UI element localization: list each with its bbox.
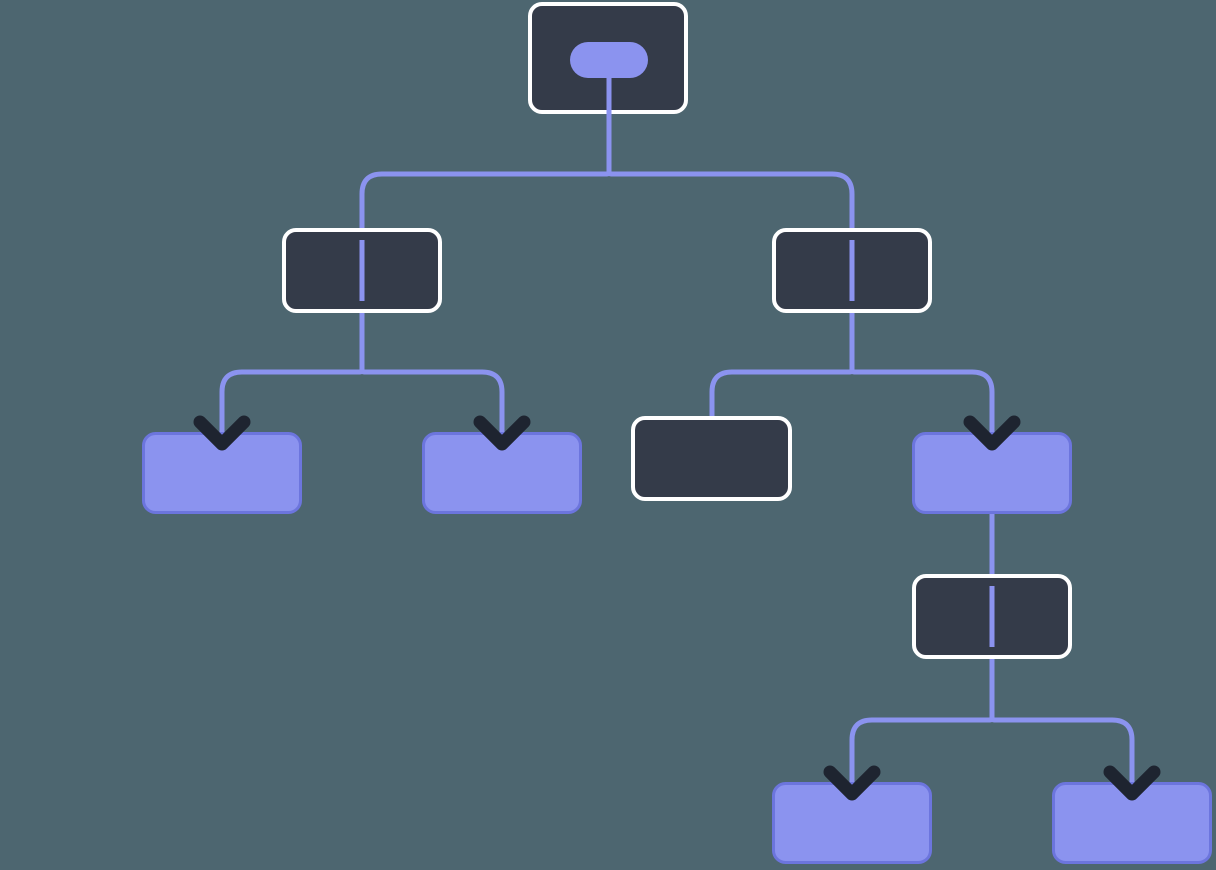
leaf-node-1[interactable] — [142, 432, 302, 514]
edge-layer — [219, 114, 1135, 782]
edge-sub-branch-to-leaf-4[interactable] — [989, 659, 1135, 782]
empty-dark-node[interactable] — [631, 416, 792, 501]
arrowhead-layer — [193, 415, 1161, 801]
node-layer — [142, 2, 1212, 864]
branch-node-purple-body[interactable] — [912, 432, 1072, 514]
leaf-node-2-body[interactable] — [422, 432, 582, 514]
sub-branch-node[interactable] — [912, 574, 1072, 659]
edge-sub-branch-to-leaf-3-arrowhead — [823, 765, 881, 801]
edge-branch-right-to-branch-purple[interactable] — [849, 313, 995, 432]
leaf-node-4-body[interactable] — [1052, 782, 1212, 864]
branch-node-right[interactable] — [772, 228, 932, 313]
empty-dark-node-body[interactable] — [631, 416, 792, 501]
edge-branch-left-to-leaf-2-arrowhead — [473, 415, 531, 451]
root-node-pill-icon — [570, 42, 648, 78]
edge-root-to-branch-right[interactable] — [606, 114, 855, 228]
leaf-node-4[interactable] — [1052, 782, 1212, 864]
edge-branch-right-to-branch-purple-arrowhead — [963, 415, 1021, 451]
branch-node-left[interactable] — [282, 228, 442, 313]
leaf-node-2[interactable] — [422, 432, 582, 514]
branch-node-purple[interactable] — [912, 432, 1072, 514]
root-node[interactable] — [528, 2, 688, 114]
leaf-node-3[interactable] — [772, 782, 932, 864]
leaf-node-3-body[interactable] — [772, 782, 932, 864]
leaf-node-1-body[interactable] — [142, 432, 302, 514]
edge-branch-left-to-leaf-2[interactable] — [359, 313, 505, 432]
edge-sub-branch-to-leaf-4-arrowhead — [1103, 765, 1161, 801]
edge-branch-left-to-leaf-1-arrowhead — [193, 415, 251, 451]
